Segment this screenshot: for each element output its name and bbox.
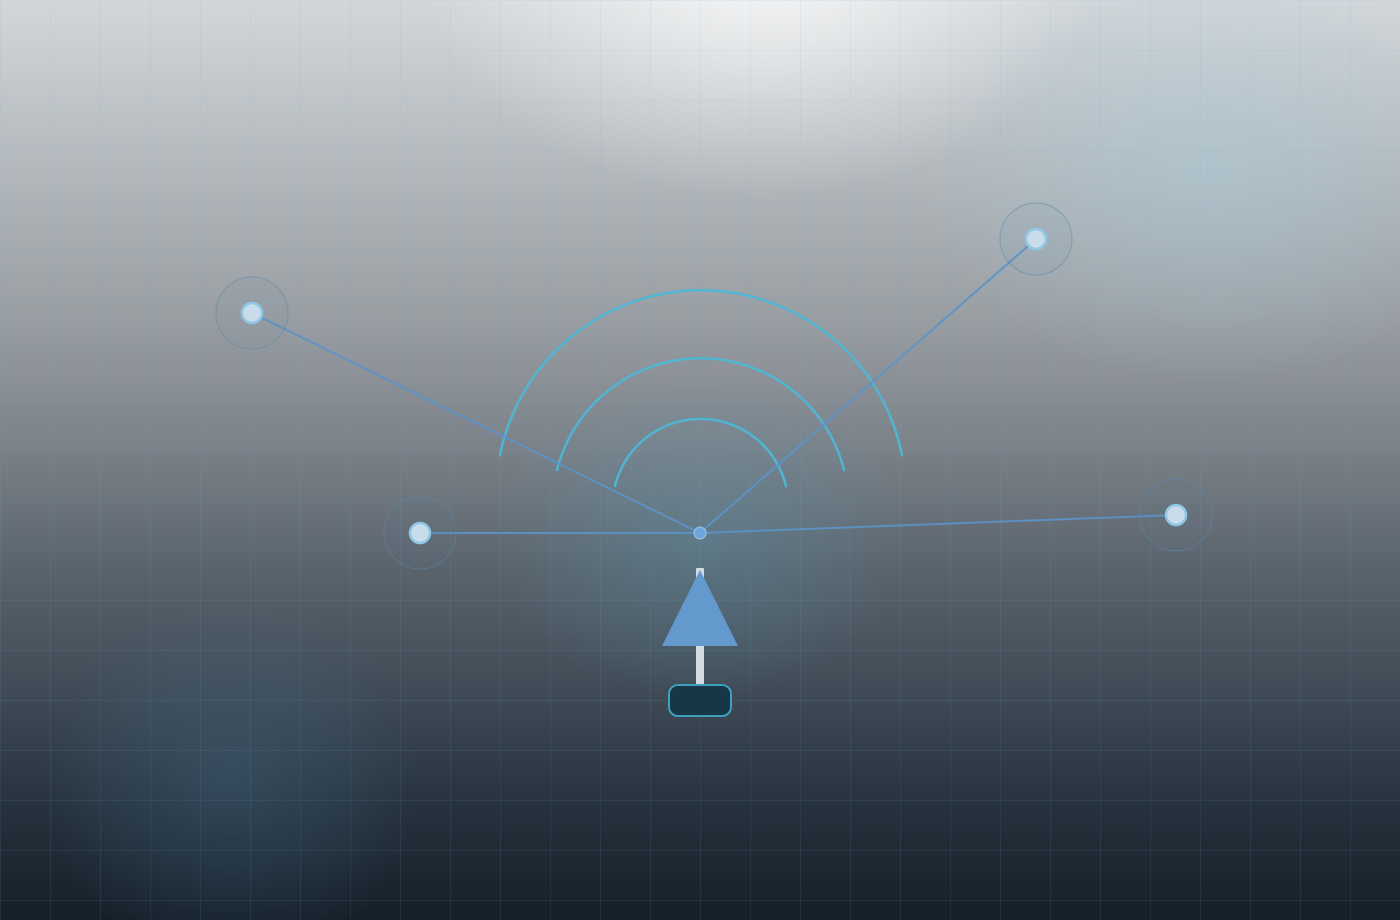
link-line-right [699, 514, 1177, 534]
network-links [251, 238, 1177, 534]
network-node-icon [1024, 227, 1048, 251]
network-node-icon [240, 301, 264, 325]
network-node-top-right[interactable] [999, 202, 1073, 276]
signal-wave-middle [555, 357, 846, 472]
link-line-top-right [699, 238, 1037, 534]
wifi-signal-icon [498, 289, 904, 488]
antenna-body [662, 570, 738, 646]
network-node-icon [408, 521, 432, 545]
signal-wave-outer [498, 289, 904, 457]
antenna-icon[interactable] [662, 568, 738, 717]
network-node-icon [1164, 503, 1188, 527]
link-line-top-left [251, 312, 701, 534]
network-node-right[interactable] [1139, 478, 1213, 552]
antenna-base [668, 684, 732, 717]
network-node-top-left[interactable] [215, 276, 289, 350]
network-node-left[interactable] [383, 496, 457, 570]
signal-wave-inner [613, 417, 788, 488]
hub-point [693, 526, 707, 540]
